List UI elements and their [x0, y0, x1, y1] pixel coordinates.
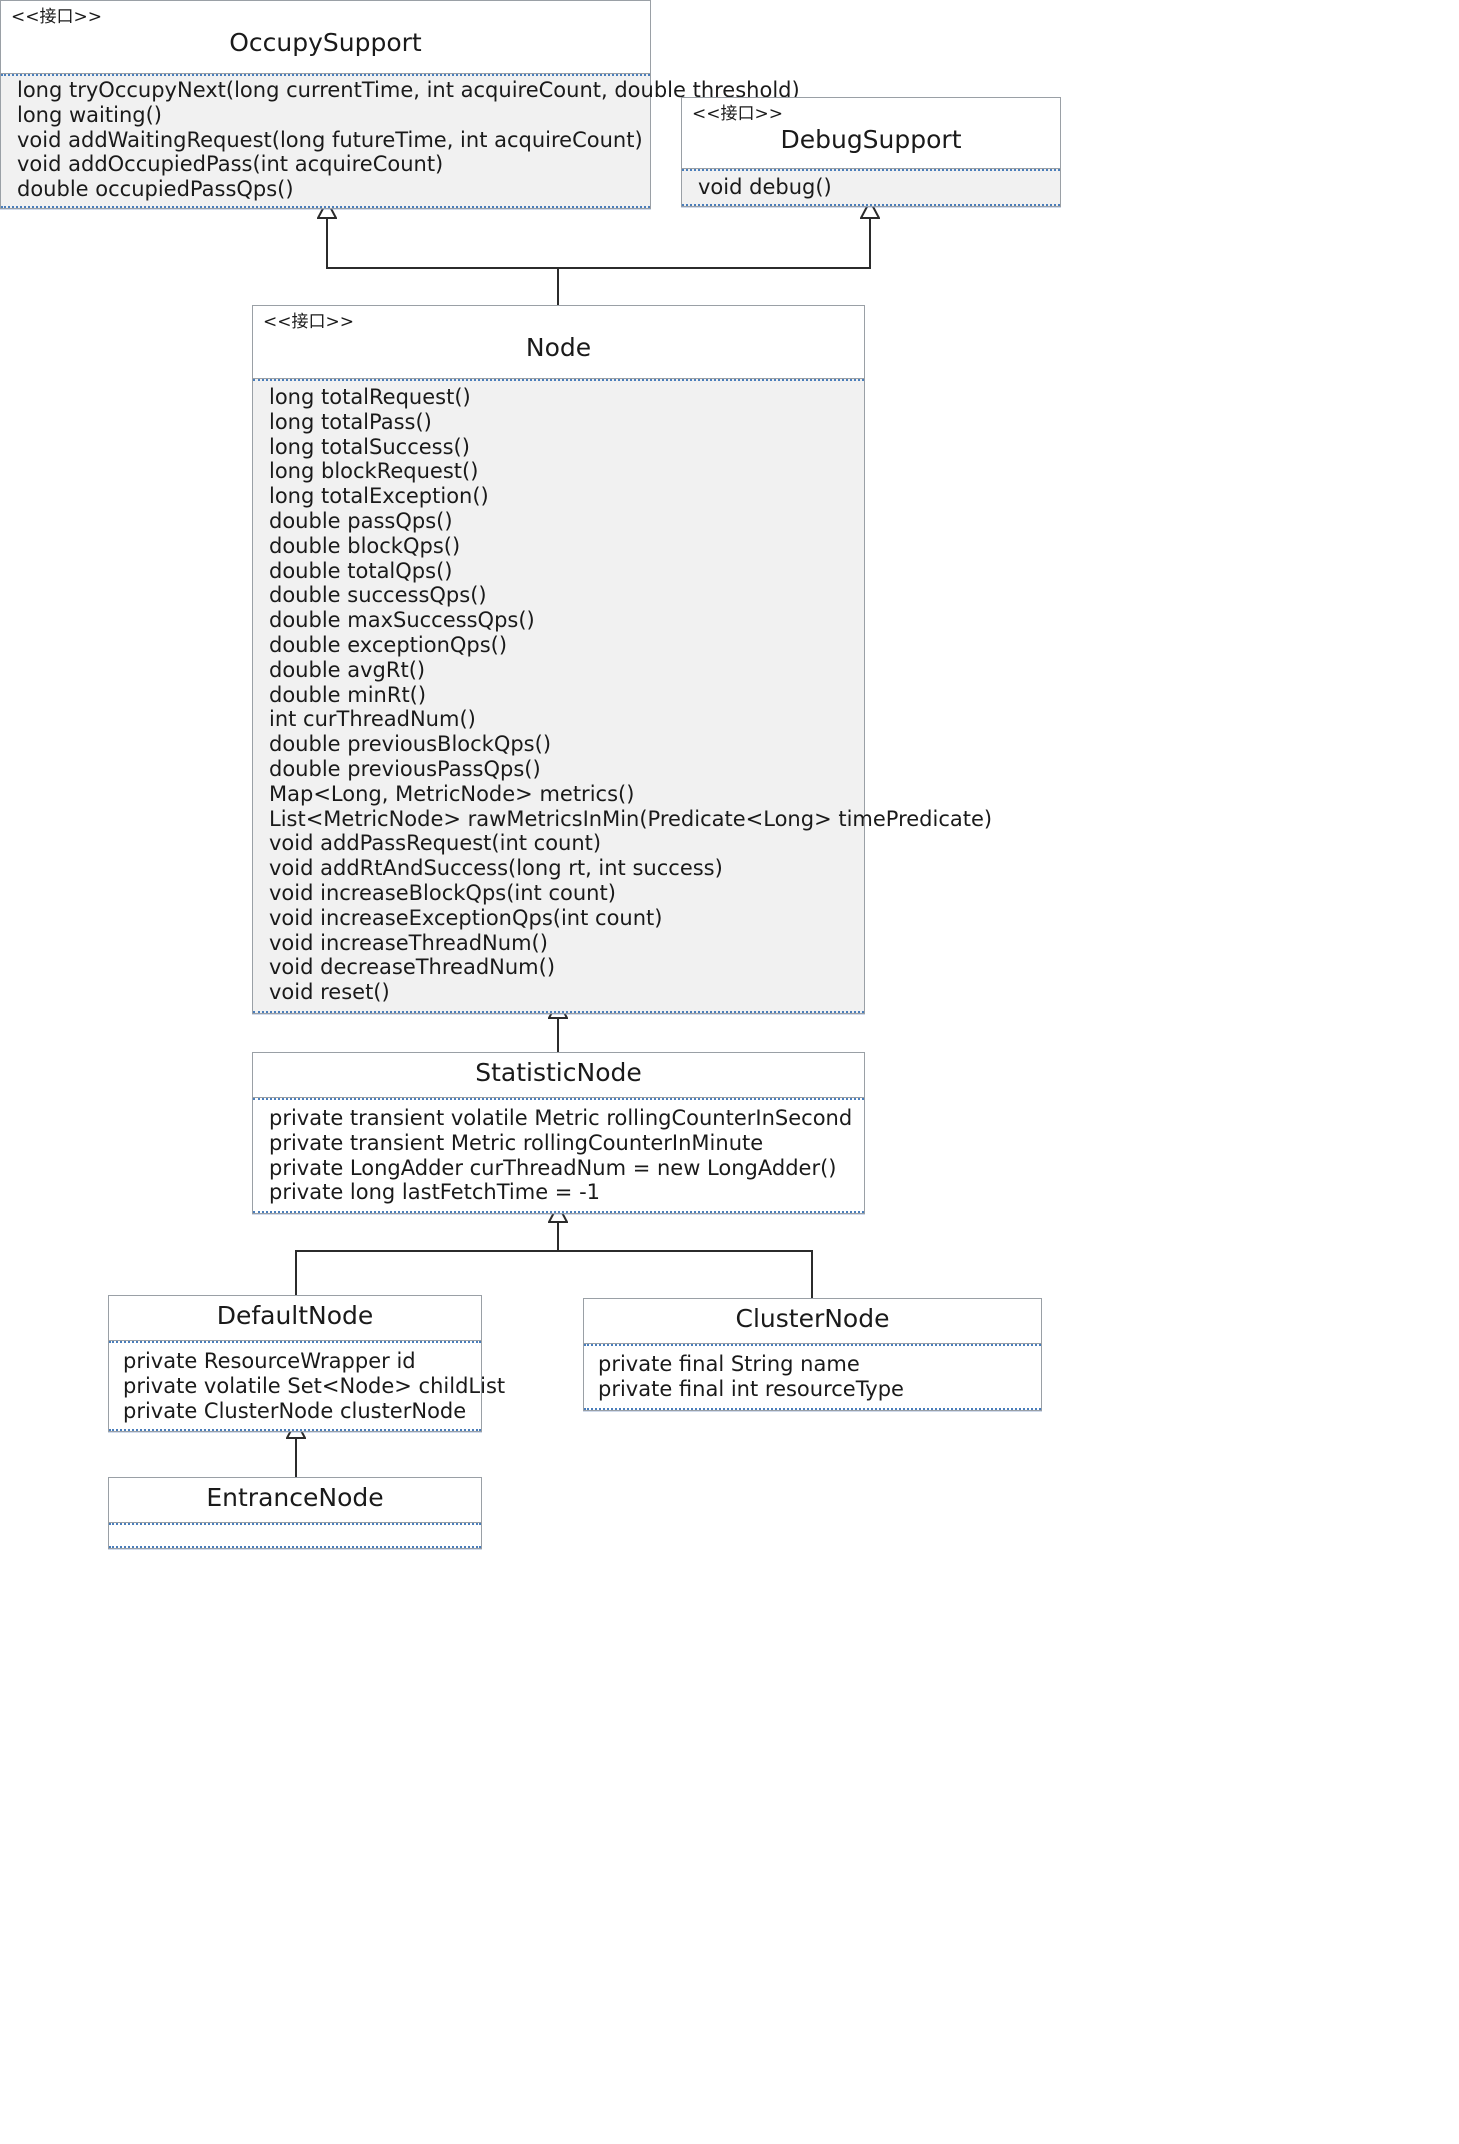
- class-header-occupysupport: <<接口>> OccupySupport: [1, 1, 650, 73]
- member-row: double occupiedPassQps(): [17, 177, 294, 202]
- class-header-entrancenode: EntranceNode: [109, 1478, 481, 1522]
- member-row: void addRtAndSuccess(long rt, int succes…: [269, 856, 723, 881]
- member-row: private ResourceWrapper id: [123, 1349, 416, 1373]
- class-members-clusternode: private final String name private final …: [584, 1343, 1041, 1410]
- member-row: private volatile Set<Node> childList: [123, 1373, 506, 1398]
- class-box-clusternode[interactable]: ClusterNode private final String name pr…: [583, 1298, 1042, 1411]
- member-row: void increaseThreadNum(): [269, 930, 548, 955]
- member-row: long totalRequest(): [269, 385, 471, 409]
- class-box-entrancenode[interactable]: EntranceNode: [108, 1477, 482, 1549]
- member-row: void decreaseThreadNum(): [269, 955, 556, 980]
- member-row: long tryOccupyNext(long currentTime, int…: [17, 78, 800, 102]
- member-row: long totalException(): [269, 484, 489, 509]
- class-title-entrancenode: EntranceNode: [206, 1483, 384, 1512]
- class-box-occupysupport[interactable]: <<接口>> OccupySupport long tryOccupyNext(…: [0, 0, 800, 209]
- class-header-clusternode: ClusterNode: [584, 1299, 1041, 1343]
- member-row: private transient volatile Metric rollin…: [269, 1106, 853, 1130]
- class-title-defaultnode: DefaultNode: [216, 1301, 374, 1330]
- member-row: List<MetricNode> rawMetricsInMin(Predica…: [269, 806, 993, 831]
- member-row: void reset(): [269, 980, 390, 1005]
- member-row: double exceptionQps(): [269, 632, 508, 657]
- stereotype-debugsupport: <<接口>>: [692, 104, 783, 124]
- member-row: private transient Metric rollingCounterI…: [269, 1130, 764, 1155]
- connector-node-trunk-drop: [557, 267, 559, 307]
- class-box-debugsupport[interactable]: <<接口>> DebugSupport void debug(): [681, 97, 1061, 207]
- member-row: double totalQps(): [269, 558, 453, 583]
- class-box-statisticnode[interactable]: StatisticNode private transient volatile…: [252, 1052, 865, 1215]
- member-row: private final String name: [598, 1352, 860, 1376]
- arrowhead-occupysupport: [316, 198, 338, 223]
- member-row: private long lastFetchTime = -1: [269, 1180, 601, 1205]
- member-row: double avgRt(): [269, 657, 426, 682]
- connector-subnodes-trunk: [295, 1250, 813, 1252]
- connector-statisticnode-to-node: [557, 1018, 559, 1054]
- class-title-occupysupport: OccupySupport: [229, 28, 422, 57]
- connector-clusternode-drop: [811, 1250, 813, 1298]
- member-row: void increaseExceptionQps(int count): [269, 905, 663, 930]
- member-row: Map<Long, MetricNode> metrics(): [269, 781, 635, 806]
- member-row: void addPassRequest(int count): [269, 831, 602, 856]
- connector-defaultnode-drop: [295, 1250, 297, 1295]
- member-row: void debug(): [698, 175, 832, 199]
- class-title-node: Node: [525, 333, 592, 362]
- member-row: double blockQps(): [269, 533, 461, 558]
- member-row: double successQps(): [269, 583, 487, 608]
- member-row: double previousPassQps(): [269, 756, 541, 781]
- class-members-statisticnode: private transient volatile Metric rollin…: [253, 1097, 864, 1214]
- member-row: long totalSuccess(): [269, 434, 470, 459]
- class-title-debugsupport: DebugSupport: [780, 125, 962, 154]
- member-row: private final int resourceType: [598, 1376, 904, 1401]
- member-row: double minRt(): [269, 682, 427, 707]
- class-header-debugsupport: <<接口>> DebugSupport: [682, 98, 1060, 168]
- member-row: long blockRequest(): [269, 459, 479, 484]
- connector-entrancenode-to-defaultnode: [295, 1438, 297, 1478]
- connector-node-trunk-horizontal: [326, 267, 871, 269]
- member-row: long totalPass(): [269, 409, 432, 434]
- class-members-occupysupport: long tryOccupyNext(long currentTime, int…: [1, 73, 800, 208]
- member-row: double passQps(): [269, 508, 453, 533]
- member-row: void addWaitingRequest(long futureTime, …: [17, 127, 643, 152]
- stereotype-node: <<接口>>: [263, 312, 354, 332]
- connector-node-to-debugsupport-vertical: [869, 216, 871, 269]
- member-row: double previousBlockQps(): [269, 732, 552, 757]
- class-title-clusternode: ClusterNode: [735, 1304, 890, 1333]
- class-members-debugsupport: void debug(): [682, 168, 1060, 206]
- class-header-defaultnode: DefaultNode: [109, 1296, 481, 1340]
- class-header-node: <<接口>> Node: [253, 306, 864, 378]
- connector-node-to-occupysupport-vertical: [326, 216, 328, 269]
- connector-subnodes-riser: [557, 1222, 559, 1252]
- member-row: void addOccupiedPass(int acquireCount): [17, 152, 444, 177]
- member-row: int curThreadNum(): [269, 707, 476, 732]
- member-row: void increaseBlockQps(int count): [269, 880, 616, 905]
- class-box-node[interactable]: <<接口>> Node long totalRequest() long tot…: [252, 305, 993, 1014]
- member-row: double maxSuccessQps(): [269, 608, 535, 633]
- class-members-defaultnode: private ResourceWrapper id private volat…: [109, 1340, 506, 1432]
- stereotype-occupysupport: <<接口>>: [11, 7, 102, 27]
- member-row: private ClusterNode clusterNode: [123, 1398, 467, 1423]
- arrowhead-debugsupport: [859, 198, 881, 223]
- class-title-statisticnode: StatisticNode: [475, 1058, 642, 1087]
- class-header-statisticnode: StatisticNode: [253, 1053, 864, 1097]
- member-row: long waiting(): [17, 102, 162, 127]
- class-members-entrancenode: [109, 1522, 481, 1548]
- class-members-node: long totalRequest() long totalPass() lon…: [253, 378, 993, 1013]
- member-row: private LongAdder curThreadNum = new Lon…: [269, 1155, 837, 1180]
- class-box-defaultnode[interactable]: DefaultNode private ResourceWrapper id p…: [108, 1295, 506, 1433]
